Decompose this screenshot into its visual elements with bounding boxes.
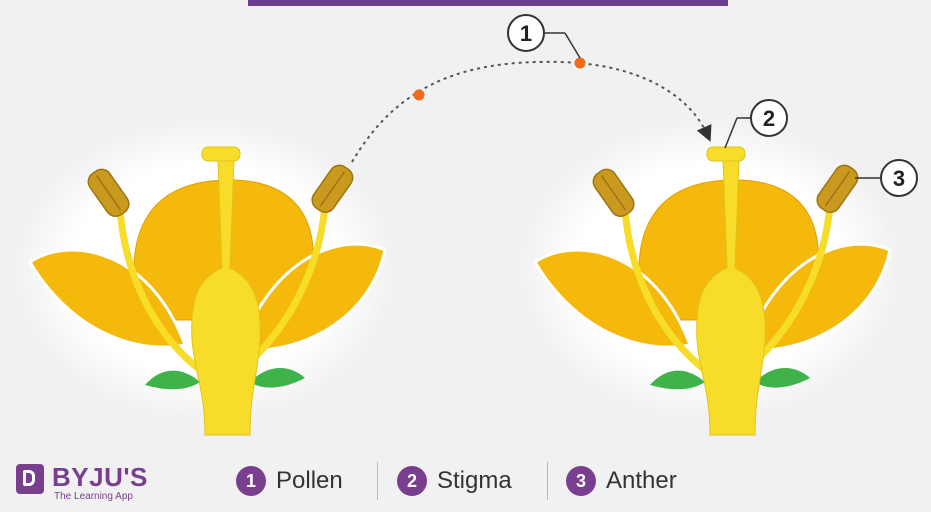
callout-1-leader xyxy=(565,33,580,58)
footer: BYJU'S The Learning App 1 Pollen 2 Stigm… xyxy=(0,452,931,512)
brand-tagline: The Learning App xyxy=(54,491,133,502)
diagram-canvas: 1 2 3 xyxy=(0,0,931,452)
flower-right-stigma xyxy=(707,147,745,161)
legend-divider xyxy=(377,462,378,500)
flower-right xyxy=(520,120,900,435)
flower-left-stigma xyxy=(202,147,240,161)
legend-badge: 1 xyxy=(236,466,266,496)
pollen-grain xyxy=(414,90,425,101)
flower-left xyxy=(15,120,395,435)
pollen-grain xyxy=(575,58,586,69)
brand-name: BYJU'S xyxy=(52,462,148,493)
callout-2-number: 2 xyxy=(763,106,775,131)
brand-logo-icon xyxy=(16,464,44,494)
legend-label: Stigma xyxy=(437,467,512,495)
legend-item-anther: 3 Anther xyxy=(566,464,677,498)
legend-badge: 3 xyxy=(566,466,596,496)
legend-divider xyxy=(547,462,548,500)
legend-label: Pollen xyxy=(276,467,343,495)
legend-item-stigma: 2 Stigma xyxy=(397,464,512,498)
legend-label: Anther xyxy=(606,467,677,495)
callout-1-number: 1 xyxy=(520,21,532,46)
callout-3-number: 3 xyxy=(893,166,905,191)
legend-item-pollen: 1 Pollen xyxy=(236,464,343,498)
legend-badge: 2 xyxy=(397,466,427,496)
